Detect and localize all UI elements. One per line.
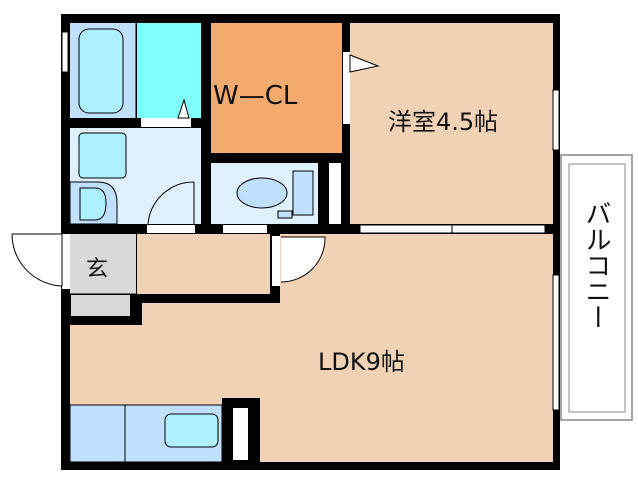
storage bbox=[329, 163, 341, 224]
ldk-window bbox=[552, 274, 560, 411]
entrance-label: 玄 bbox=[86, 257, 108, 282]
walk-in-closet-label: W—CL bbox=[213, 81, 298, 111]
washing-machine-icon bbox=[78, 132, 127, 179]
hallway bbox=[137, 234, 270, 294]
western-room-window bbox=[552, 89, 560, 151]
entrance bbox=[70, 234, 136, 294]
western-room-label: 洋室4.5帖 bbox=[388, 108, 498, 136]
washroom-door-swing bbox=[147, 181, 195, 225]
bath-window bbox=[61, 31, 69, 73]
toilet-door[interactable] bbox=[223, 225, 267, 233]
walk-in-closet bbox=[211, 23, 342, 153]
closet-door[interactable] bbox=[343, 52, 350, 124]
door-marker-icon bbox=[177, 98, 190, 119]
western-room bbox=[350, 23, 553, 224]
entrance-door[interactable] bbox=[62, 234, 70, 289]
entrance-door-swing bbox=[11, 233, 63, 287]
washroom-door[interactable] bbox=[147, 225, 195, 233]
door-marker-icon bbox=[349, 54, 380, 73]
bath-door[interactable] bbox=[141, 118, 191, 127]
balcony: バルコニー bbox=[560, 154, 633, 421]
shower-area bbox=[137, 23, 201, 118]
sink-icon bbox=[164, 413, 219, 448]
toilet-icon bbox=[236, 177, 288, 209]
ldk-door[interactable] bbox=[272, 236, 280, 286]
ldk-label: LDK9帖 bbox=[318, 348, 405, 376]
bathtub-icon bbox=[78, 28, 124, 114]
balcony-label: バルコニー bbox=[581, 200, 611, 330]
